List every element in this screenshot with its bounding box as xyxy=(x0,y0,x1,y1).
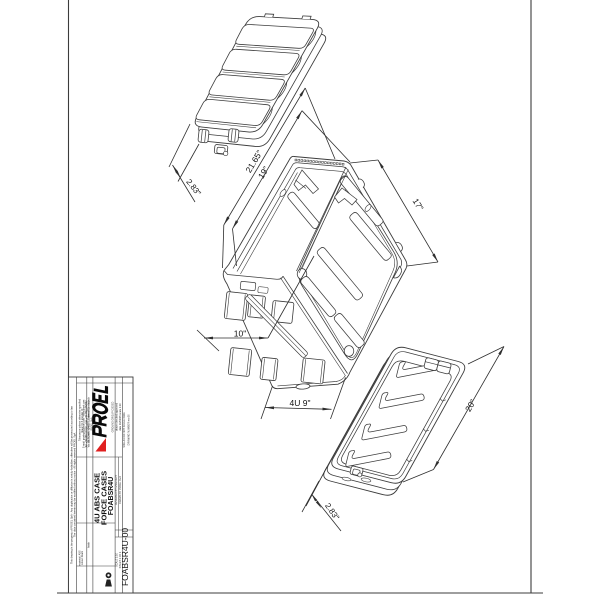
svg-text:finish: finish xyxy=(88,541,91,547)
svg-text:DRAWING NUMBER rev.00: DRAWING NUMBER rev.00 xyxy=(128,414,131,446)
svg-text:The data contained herein may: The data contained herein may be modifie… xyxy=(72,433,76,538)
svg-text:DESIGNED BY ENG.DEPT: DESIGNED BY ENG.DEPT xyxy=(115,474,118,505)
svg-text:10": 10" xyxy=(234,329,246,339)
svg-text:DESCRIPTION/TITLE dimensions i: DESCRIPTION/TITLE dimensions in inch xyxy=(88,396,91,442)
svg-text:SCALE 1:10: SCALE 1:10 xyxy=(116,553,119,567)
svg-text:linear ±0.5 angular ±1°: linear ±0.5 angular ±1° xyxy=(81,407,84,432)
svg-text:material: ABS: material: ABS xyxy=(79,550,82,565)
svg-text:Tel. +39 0861 81241 - Fax +39: Tel. +39 0861 81241 - Fax +39 0861 88786… xyxy=(85,400,88,448)
svg-text:4U ABS CASE: 4U ABS CASE xyxy=(93,473,102,523)
svg-text:drawn checked approved: drawn checked approved xyxy=(116,402,119,431)
svg-text:PROEL SpA: PROEL SpA xyxy=(90,417,93,431)
svg-text:colour: black: colour: black xyxy=(81,550,84,565)
svg-text:SHEET 1 OF 1: SHEET 1 OF 1 xyxy=(119,551,122,568)
svg-text:DRAWN BY PROEL R+D: DRAWN BY PROEL R+D xyxy=(119,476,122,504)
svg-text:FOABSR4U: FOABSR4U xyxy=(108,477,115,516)
svg-text:FOABSR4U-00: FOABSR4U-00 xyxy=(120,528,130,586)
svg-text:SIZE A4 DO NOT SCALE DWG: SIZE A4 DO NOT SCALE DWG xyxy=(123,412,126,447)
svg-text:E-mail: proelspa@proel.com - w: E-mail: proelspa@proel.com - www.proel.c… xyxy=(83,400,86,449)
svg-text:date 10/02/05 scale 1:10: date 10/02/05 scale 1:10 xyxy=(119,403,122,431)
svg-text:Tolerances unless otherwise sp: Tolerances unless otherwise specified xyxy=(79,398,82,441)
svg-text:This drawing is the property o: This drawing is the property of PROEL Sp… xyxy=(70,406,74,564)
svg-text:GROUND GROUP CODED: GROUND GROUP CODED xyxy=(112,401,115,432)
svg-text:FORCE CASES: FORCE CASES xyxy=(100,471,109,525)
svg-text:Via alla Ruenia - 64027 S.Omer: Via alla Ruenia - 64027 S.Omero (TE) - I… xyxy=(88,400,91,448)
svg-text:4U 9": 4U 9" xyxy=(290,398,311,408)
